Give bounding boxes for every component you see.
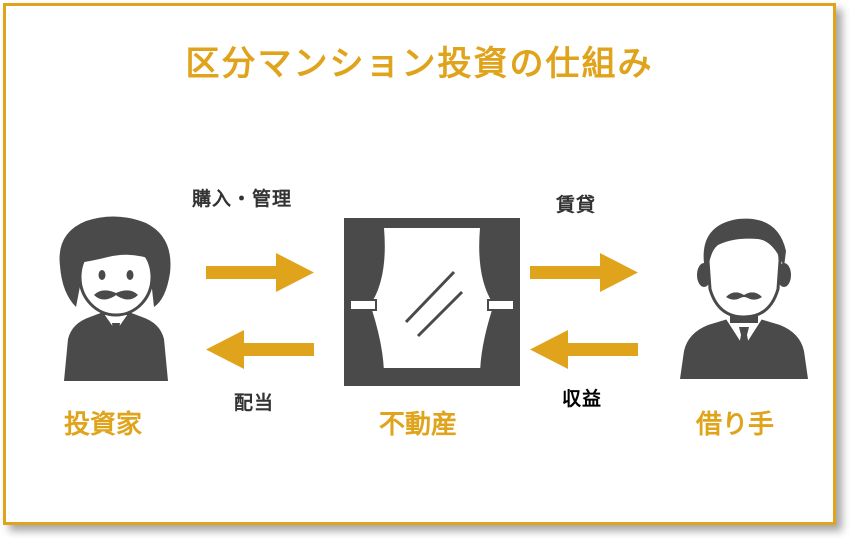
node-property-label: 不動産 [379,410,458,440]
node-investor-label: 投資家 [64,410,143,440]
arrow-right-property-to-tenant [530,253,638,292]
node-tenant-label: 借り手 [696,410,775,440]
flow-label-lease: 賃貸 [556,194,597,216]
flow-label-dividend: 配当 [234,392,275,414]
arrow-right-investor-to-property [206,253,314,292]
diagram-frame: 区分マンション投資の仕組み 投資家 購入・管理 配当 [3,3,836,525]
flow-label-purchase-management: 購入・管理 [192,188,293,210]
window-curtain-icon [344,218,520,386]
tenant-icon [680,218,808,379]
flow-label-revenue: 収益 [562,388,603,410]
diagram-title: 区分マンション投資の仕組み [185,44,654,84]
arrow-left-property-to-investor [206,330,314,369]
investor-icon [59,216,171,381]
arrow-left-tenant-to-property [530,330,638,369]
